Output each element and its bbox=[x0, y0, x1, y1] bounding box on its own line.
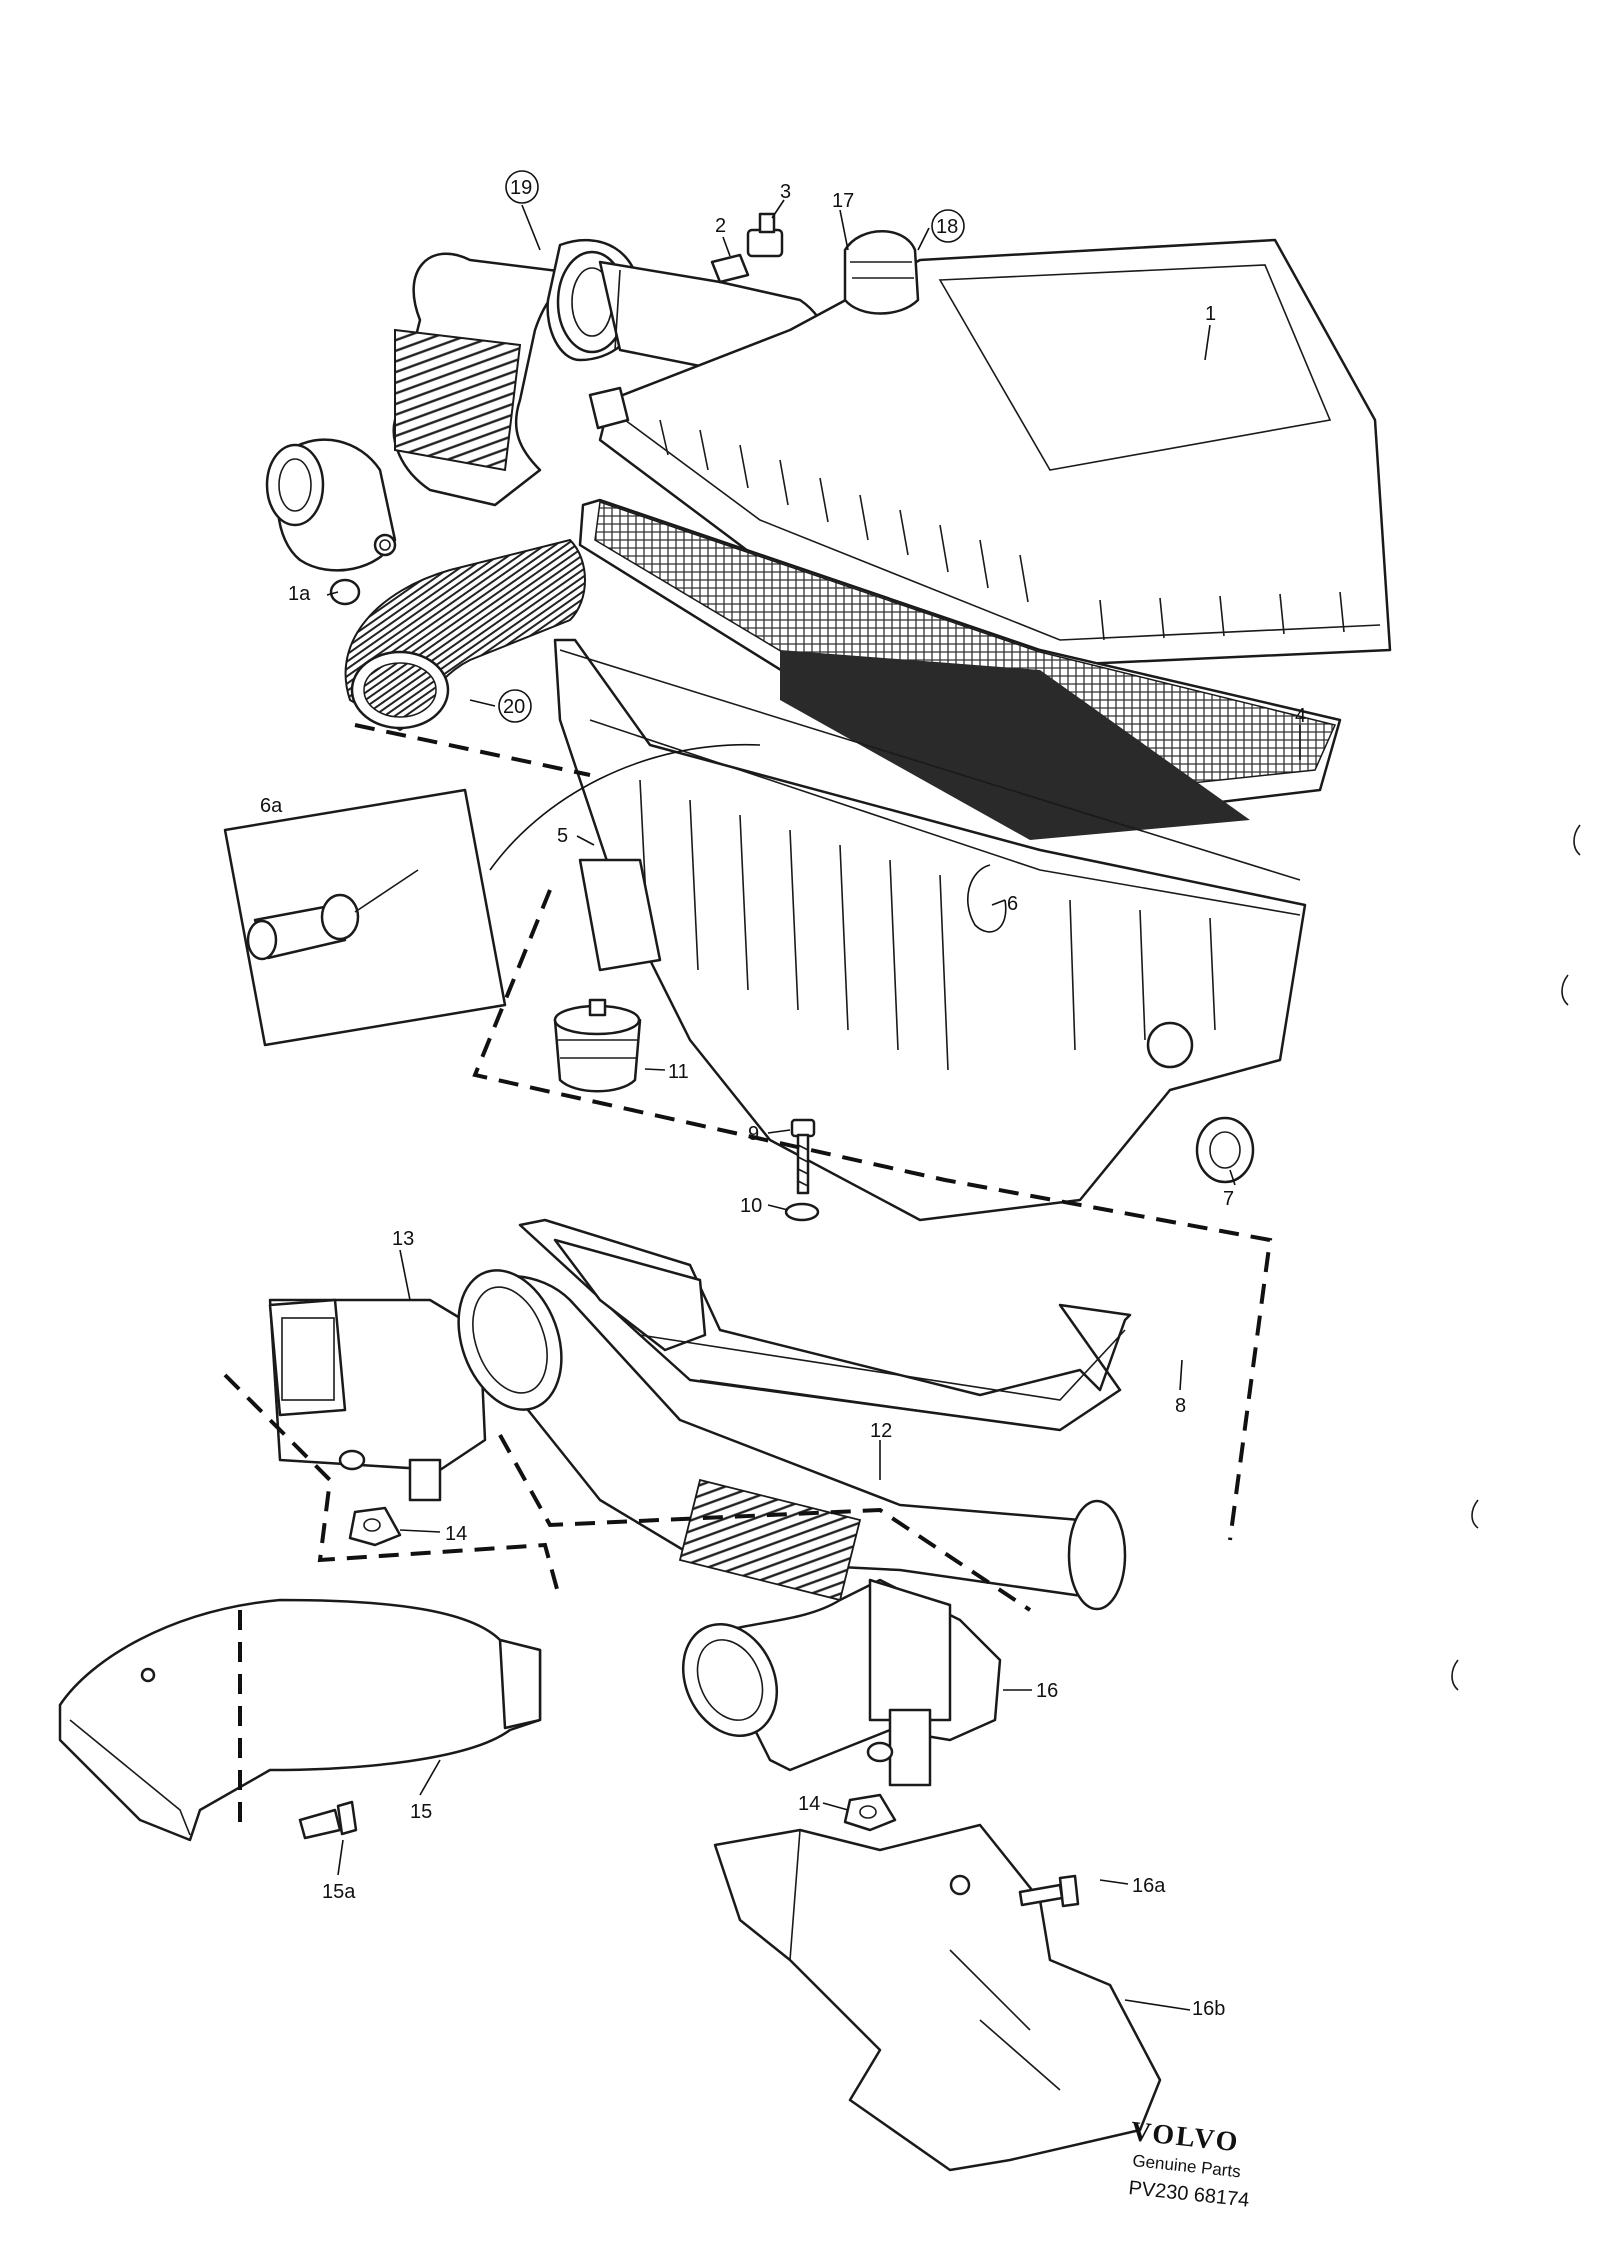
label-1: 1 bbox=[1205, 303, 1216, 325]
grommet bbox=[1195, 1116, 1255, 1184]
label-5: 5 bbox=[557, 825, 568, 847]
label-11: 11 bbox=[668, 1061, 689, 1083]
phantom-lines bbox=[223, 723, 1273, 1830]
label-16: 16 bbox=[1036, 1680, 1058, 1702]
label-15a: 15a bbox=[322, 1881, 356, 1903]
label-16a: 16a bbox=[1132, 1875, 1166, 1897]
sensor-clip bbox=[710, 253, 750, 284]
drain-plug bbox=[553, 998, 642, 1093]
screw-15a bbox=[298, 1800, 358, 1840]
label-14a: 14 bbox=[445, 1523, 467, 1545]
label-6a: 6a bbox=[260, 795, 283, 817]
label-2: 2 bbox=[715, 215, 726, 237]
label-7: 7 bbox=[1223, 1188, 1234, 1210]
label-17: 17 bbox=[832, 190, 854, 212]
air-cleaner-lower-housing bbox=[553, 638, 1307, 1222]
flexible-hose bbox=[344, 538, 586, 732]
splash-shield bbox=[713, 1823, 1162, 2172]
svg-text:18: 18 bbox=[936, 216, 958, 238]
air-filter-element bbox=[578, 498, 1342, 827]
grommet-14-right bbox=[843, 1741, 897, 1832]
intake-adaptor bbox=[268, 1298, 487, 1502]
temperature-sensor bbox=[746, 212, 784, 258]
label-15: 15 bbox=[410, 1801, 432, 1823]
label-3: 3 bbox=[780, 181, 791, 203]
label-6: 6 bbox=[1007, 893, 1018, 915]
part-diagram-code: PV230 68174 bbox=[1127, 2177, 1250, 2212]
label-8: 8 bbox=[1175, 1395, 1186, 1417]
svg-text:19: 19 bbox=[510, 177, 532, 199]
detail-inset-6a bbox=[223, 788, 507, 1047]
leader-lines bbox=[326, 199, 1301, 2011]
mounting-bracket bbox=[518, 1218, 1132, 1432]
label-18: 18 bbox=[931, 209, 965, 243]
scan-marks bbox=[1451, 824, 1581, 1691]
cap-1a bbox=[329, 578, 361, 606]
label-4: 4 bbox=[1295, 705, 1306, 727]
brand-block: VOLVO Genuine Parts PV230 68174 bbox=[1127, 2116, 1250, 2212]
label-14b: 14 bbox=[798, 1793, 820, 1815]
label-20: 20 bbox=[498, 689, 532, 723]
air-cleaner-cover bbox=[588, 238, 1392, 667]
part-labels: 1 1a 2 3 4 5 6 6a 7 8 9 10 11 12 13 14 1… bbox=[260, 181, 1306, 2020]
label-19: 19 bbox=[505, 170, 539, 204]
filter-shadow bbox=[780, 650, 1250, 840]
air-intake-snorkel bbox=[58, 1598, 542, 1842]
label-12: 12 bbox=[870, 1420, 892, 1442]
screw-16a bbox=[1018, 1874, 1080, 1908]
elbow-duct bbox=[681, 1578, 1002, 1787]
washer bbox=[784, 1202, 820, 1222]
label-16b: 16b bbox=[1192, 1998, 1225, 2020]
svg-text:20: 20 bbox=[503, 696, 525, 718]
label-9: 9 bbox=[748, 1123, 759, 1145]
air-mass-meter-connector bbox=[843, 230, 920, 315]
intake-pipe bbox=[457, 1269, 1127, 1611]
bolt bbox=[790, 1118, 816, 1195]
label-13: 13 bbox=[392, 1228, 414, 1250]
detail-leader bbox=[489, 743, 761, 871]
label-10: 10 bbox=[740, 1195, 762, 1217]
grommet-14-left bbox=[338, 1449, 402, 1547]
label-1a: 1a bbox=[288, 583, 311, 605]
spring-clip bbox=[967, 864, 1007, 933]
